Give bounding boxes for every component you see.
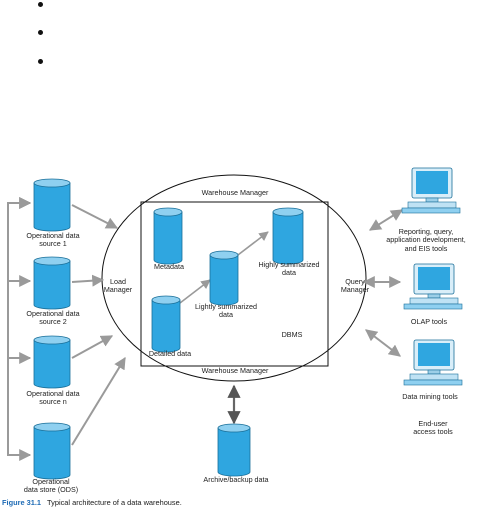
metadata-label: Metadata [154, 262, 184, 271]
arrow-tool1 [368, 209, 404, 231]
arrow-sourcen [71, 335, 114, 359]
monitor-datamining [403, 339, 463, 386]
cylinder-lightly [209, 250, 239, 306]
monitor-reporting [401, 167, 461, 214]
cylinder-highly [272, 207, 304, 265]
monitor-olap [403, 263, 463, 310]
dbms-box [140, 201, 329, 367]
cylinder-source-n [33, 335, 71, 389]
cylinder-source-2 [33, 256, 71, 310]
caption-text: Typical architecture of a data warehouse… [47, 498, 182, 507]
arrow-source1 [71, 204, 119, 229]
dbms-label: DBMS [281, 330, 303, 339]
arrow-ods [71, 356, 126, 446]
bullet-1 [38, 2, 43, 7]
cylinder-metadata [153, 207, 183, 265]
warehouse-manager-top-label: Warehouse Manager [201, 188, 269, 197]
detailed-data-label: Detailed data [148, 349, 192, 358]
cylinder-detailed [151, 295, 181, 353]
tool-2-label: OLAP tools [410, 317, 448, 326]
arrow-tool3 [365, 329, 401, 357]
tool-1-label: Reporting, query,application development… [386, 227, 466, 253]
bullet-2 [38, 30, 43, 35]
bullet-3 [38, 59, 43, 64]
tool-3-label: Data mining tools [402, 392, 458, 401]
warehouse-manager-bottom-label: Warehouse Manager [201, 366, 269, 375]
arrow-detailed-to-lightly [179, 279, 211, 304]
arrow-lightly-to-highly [233, 231, 269, 259]
figure-number: Figure 31.1 [2, 498, 42, 507]
archive-label: Archive/backup data [203, 475, 269, 484]
cylinder-ods [33, 422, 71, 480]
arrow-source2 [71, 274, 105, 287]
cylinder-source-1 [33, 178, 71, 232]
figure-caption: Figure 31.1 Typical architecture of a dat… [2, 498, 182, 507]
cylinder-archive [217, 423, 251, 477]
